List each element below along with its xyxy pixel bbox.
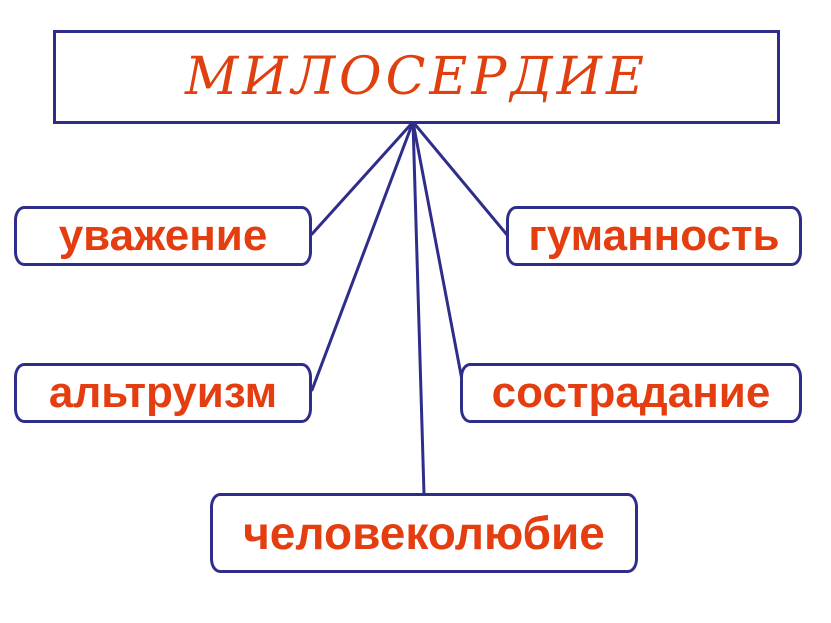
edge-root-compassion [411, 120, 464, 382]
node-altruism: альтруизм [14, 363, 312, 423]
node-respect-label: уважение [58, 211, 268, 260]
root-concept-label: МИЛОСЕРДИЕ [185, 47, 648, 107]
node-philanthropy: человеколюбие [210, 493, 638, 573]
edge-root-altruism [310, 120, 415, 392]
root-concept-box: МИЛОСЕРДИЕ [53, 30, 780, 124]
edge-root-philanthropy [411, 120, 426, 496]
node-humanity: гуманность [506, 206, 802, 266]
node-philanthropy-label: человеколюбие [243, 507, 605, 559]
edge-root-respect [310, 120, 415, 236]
node-compassion-label: сострадание [491, 368, 771, 417]
edge-root-humanity [411, 120, 510, 238]
node-compassion: сострадание [460, 363, 802, 423]
node-respect: уважение [14, 206, 312, 266]
node-altruism-label: альтруизм [48, 368, 278, 417]
node-humanity-label: гуманность [528, 211, 780, 260]
